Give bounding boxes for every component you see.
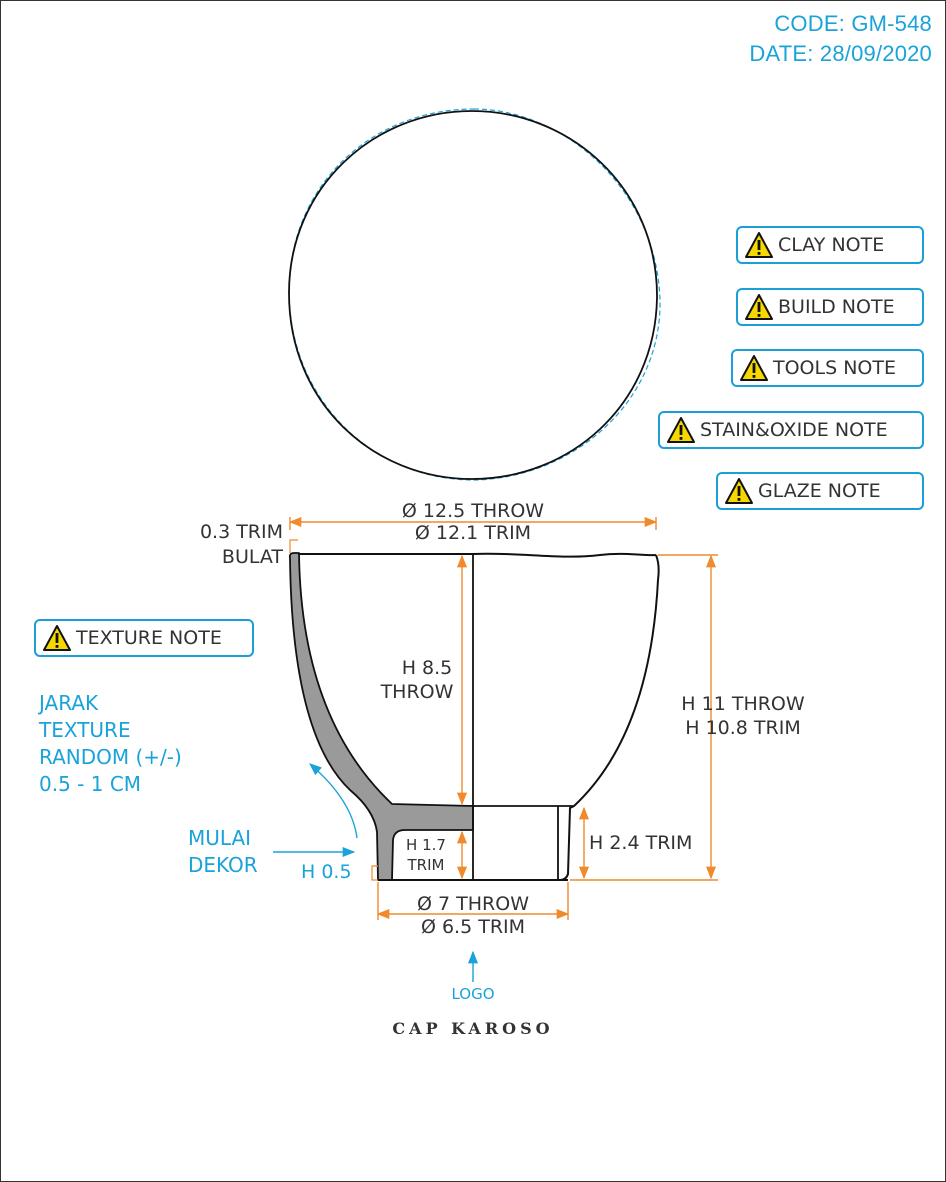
drawing-date: DATE: 28/09/2020: [749, 41, 932, 66]
rim-line: [298, 552, 657, 558]
start-decor-height: H 0.5: [301, 861, 352, 883]
base-throw-label: Ø 7 THROW: [417, 893, 529, 915]
total-trim-label: H 10.8 TRIM: [685, 717, 801, 739]
logo-stamp: CAP KAROSO: [392, 1019, 554, 1038]
top-view-trim-outline: [288, 108, 661, 481]
tools-note-button[interactable]: TOOLS NOTE: [731, 349, 924, 387]
warning-triangle-icon: [666, 416, 696, 444]
inner-height-label: H 8.5: [401, 657, 453, 679]
glaze-note-button[interactable]: GLAZE NOTE: [716, 472, 924, 510]
stain-oxide-note-label: STAIN&OXIDE NOTE: [700, 419, 888, 441]
warning-triangle-icon: [739, 354, 769, 382]
base-trim-label: Ø 6.5 TRIM: [420, 916, 526, 938]
dimension-lines: [288, 516, 718, 920]
top-view-throw-outline: [288, 110, 658, 480]
warning-triangle-icon: [42, 624, 72, 652]
start-decor-line2: DEKOR: [188, 853, 258, 877]
rim-throw-label: Ø 12.5 THROW: [401, 500, 545, 522]
inner-height-note: THROW: [380, 681, 454, 703]
foot-edge-marker: [371, 865, 378, 881]
warning-triangle-icon: [724, 477, 754, 505]
texture-spec: JARAK TEXTURE RANDOM (+/-) 0.5 - 1 CM: [39, 690, 182, 798]
rim-wall-marker: [289, 539, 298, 553]
drawing-code: CODE: GM-548: [774, 11, 932, 36]
rim-trim-label: Ø 12.1 TRIM: [414, 522, 532, 544]
tools-note-label: TOOLS NOTE: [773, 357, 896, 379]
stain-oxide-note-button[interactable]: STAIN&OXIDE NOTE: [658, 411, 924, 449]
foot-inner-height-note: TRIM: [407, 856, 445, 874]
texture-spec-line1: JARAK: [39, 691, 99, 715]
glaze-note-label: GLAZE NOTE: [758, 480, 881, 502]
warning-triangle-icon: [744, 231, 774, 259]
outer-profile: [559, 554, 660, 881]
section-wall: [288, 552, 474, 881]
clay-note-button[interactable]: CLAY NOTE: [736, 226, 924, 264]
start-decor-line1: MULAI: [188, 826, 252, 850]
texture-arrow: [309, 763, 358, 839]
texture-spec-line4: 0.5 - 1 CM: [39, 772, 142, 796]
foot-inner-height-label: H 1.7: [406, 836, 446, 854]
start-decor-label: MULAI DEKOR: [188, 825, 258, 879]
texture-spec-line3: RANDOM (+/-): [39, 745, 182, 769]
texture-note-label: TEXTURE NOTE: [76, 627, 222, 649]
build-note-button[interactable]: BUILD NOTE: [736, 288, 924, 326]
texture-note-button[interactable]: TEXTURE NOTE: [34, 619, 254, 657]
annotation-arrows: [273, 763, 479, 982]
build-note-label: BUILD NOTE: [778, 296, 895, 318]
total-throw-label: H 11 THROW: [681, 693, 805, 715]
clay-note-label: CLAY NOTE: [778, 234, 885, 256]
lip-label: BULAT: [221, 546, 283, 568]
warning-triangle-icon: [744, 293, 774, 321]
side-view: [288, 539, 660, 881]
top-view: [288, 108, 661, 481]
texture-spec-line2: TEXTURE: [39, 718, 131, 742]
logo-label: LOGO: [451, 985, 495, 1003]
foot-height-label: H 2.4 TRIM: [589, 832, 693, 854]
wall-trim-label: 0.3 TRIM: [199, 521, 283, 543]
